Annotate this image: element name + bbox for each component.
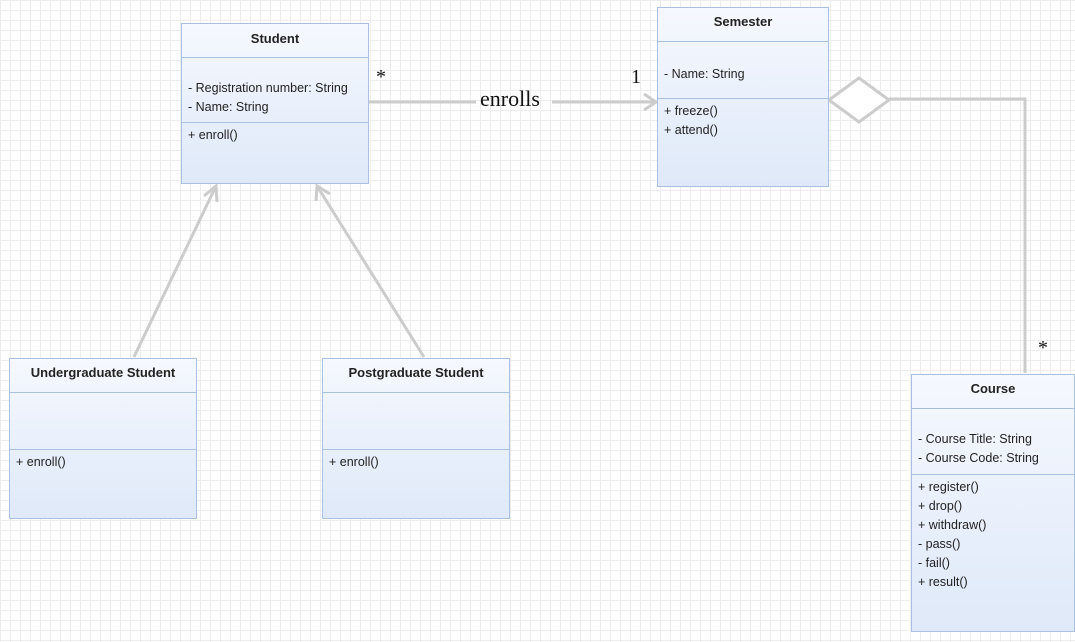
postgraduate-student-class[interactable]: Postgraduate Student + enroll(): [322, 358, 510, 519]
attribute: - Registration number: String: [188, 81, 348, 95]
class-name: Undergraduate Student: [10, 359, 196, 393]
semester-multiplicity: 1: [631, 66, 641, 88]
undergraduate-student-class[interactable]: Undergraduate Student + enroll(): [9, 358, 197, 519]
attributes-compartment: - Name: String: [658, 42, 828, 99]
class-name: Semester: [658, 8, 828, 42]
attributes-compartment: - Registration number: String - Name: St…: [182, 58, 368, 123]
association-arrowhead: [643, 92, 659, 112]
operation: + drop(): [918, 499, 963, 513]
operation: + enroll(): [188, 128, 238, 142]
generalization-arrowhead: [314, 183, 331, 202]
course-multiplicity: *: [1038, 337, 1048, 359]
generalization-line-postgraduate: [315, 185, 426, 358]
operations-compartment: + enroll(): [10, 450, 196, 472]
attributes-compartment: [323, 393, 509, 450]
enrolls-label: enrolls: [480, 86, 540, 111]
class-name: Postgraduate Student: [323, 359, 509, 393]
course-class[interactable]: Course - Course Title: String - Course C…: [911, 374, 1075, 632]
operation: + enroll(): [329, 455, 379, 469]
operation: - fail(): [918, 556, 950, 570]
operation: + attend(): [664, 123, 718, 137]
operation: + enroll(): [16, 455, 66, 469]
semester-class[interactable]: Semester - Name: String + freeze() + att…: [657, 7, 829, 187]
attribute: - Name: String: [188, 100, 269, 114]
attribute: - Course Code: String: [918, 451, 1039, 465]
attribute: - Name: String: [664, 67, 745, 81]
operation: - pass(): [918, 537, 961, 551]
operations-compartment: + register() + drop() + withdraw() - pas…: [912, 475, 1074, 592]
operations-compartment: + freeze() + attend(): [658, 99, 828, 140]
student-multiplicity: *: [376, 66, 386, 88]
attributes-compartment: - Course Title: String - Course Code: St…: [912, 409, 1074, 475]
class-name: Course: [912, 375, 1074, 409]
student-class[interactable]: Student - Registration number: String - …: [181, 23, 369, 184]
attributes-compartment: [10, 393, 196, 450]
operation: + register(): [918, 480, 979, 494]
generalization-line-undergraduate: [132, 185, 218, 358]
class-name: Student: [182, 24, 368, 58]
operations-compartment: + enroll(): [323, 450, 509, 472]
aggregation-line: [889, 97, 1027, 373]
aggregation-diamond: [826, 76, 892, 124]
operation: + freeze(): [664, 104, 718, 118]
operation: + result(): [918, 575, 968, 589]
operations-compartment: + enroll(): [182, 123, 368, 145]
generalization-arrowhead: [203, 182, 219, 203]
operation: + withdraw(): [918, 518, 987, 532]
attribute: - Course Title: String: [918, 432, 1032, 446]
